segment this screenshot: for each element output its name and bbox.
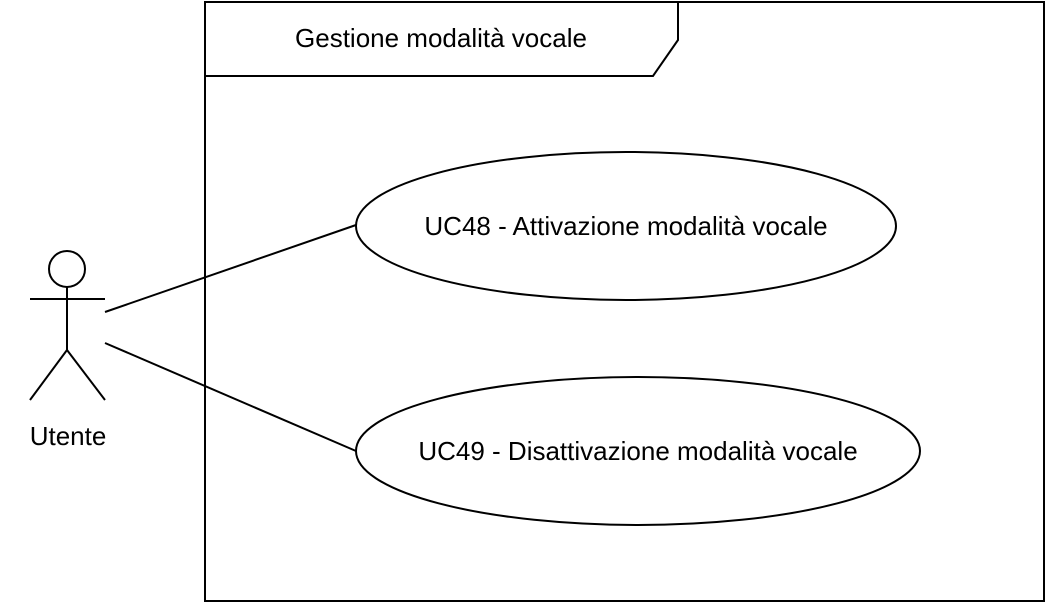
actor-stick-figure (29, 250, 106, 401)
system-title: Gestione modalità vocale (295, 23, 587, 53)
actor-left-leg (29, 349, 68, 401)
use-case-uc48-label: UC48 - Attivazione modalità vocale (424, 211, 827, 241)
system-title-tab (205, 2, 679, 77)
actor-name: Utente (30, 421, 107, 451)
association-uc48 (104, 224, 357, 313)
actor-right-leg (66, 349, 106, 401)
use-case-uc48 (355, 151, 897, 301)
association-uc49 (104, 342, 357, 452)
actor-head (48, 250, 86, 288)
use-case-uc49 (355, 376, 921, 526)
use-case-uc49-label: UC49 - Disattivazione modalità vocale (418, 436, 857, 466)
